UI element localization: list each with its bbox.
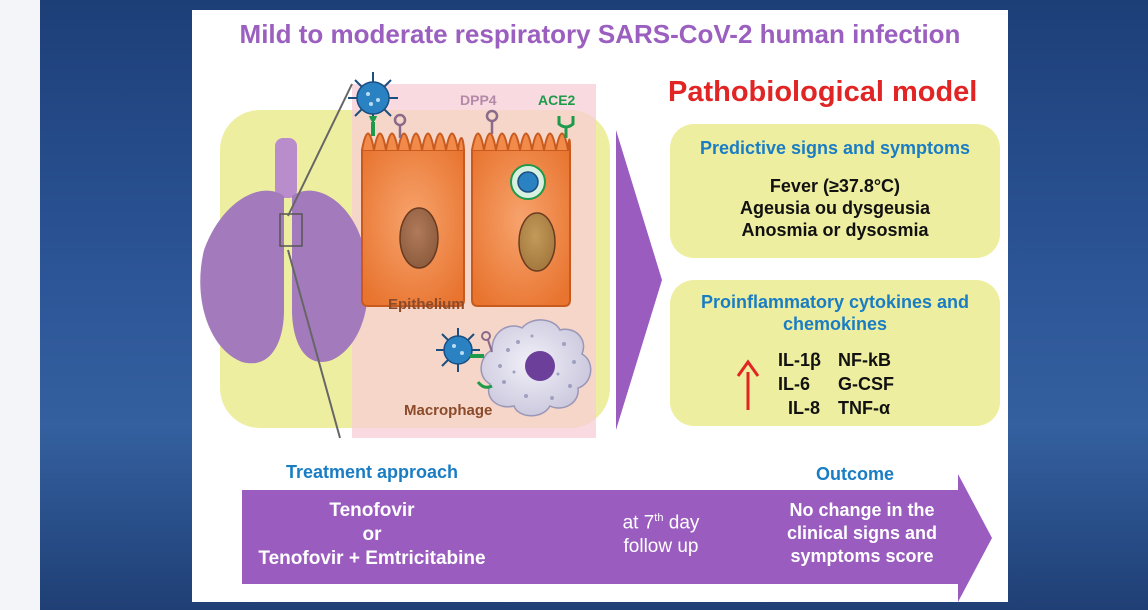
zoom-line-bottom: [287, 249, 341, 439]
outcome-label: Outcome: [816, 464, 895, 484]
cytokine-name: IL-1β: [778, 350, 821, 370]
epithelium-label: Epithelium: [388, 296, 465, 313]
epithelial-cell-right: [471, 132, 571, 307]
macrophage-illustration: [480, 319, 592, 417]
cytokine-name: IL-8: [788, 398, 821, 418]
sign-item: Ageusia ou dysgeusia: [739, 198, 931, 218]
cytokine-name: G-CSF: [838, 374, 894, 394]
macrophage-label: Macrophage: [404, 402, 493, 419]
treatment-line: Tenofovir + Emtricitabine: [258, 548, 486, 569]
zoom-line-top: [287, 83, 353, 217]
cytokines-box-title-line1: Proinflammatory cytokines and: [700, 292, 970, 312]
figure-title: Mild to moderate respiratory SARS-CoV-2 …: [239, 19, 961, 49]
sars-cov-2-virus-icon: [348, 72, 398, 136]
outcome-line: clinical signs and: [786, 523, 938, 543]
cytokine-name: IL-6: [778, 374, 811, 394]
timeline-arrow: [242, 474, 992, 602]
cytokines-box-title-line2: chemokines: [782, 314, 888, 334]
sign-item: Anosmia or dysosmia: [741, 220, 929, 240]
macrophage-virus-icon: [436, 328, 493, 389]
cytokine-name: TNF-α: [838, 398, 891, 418]
follow-up-line2: follow up: [623, 536, 699, 557]
outcome-line: symptoms score: [790, 546, 934, 566]
flow-arrow-triangle: [616, 130, 662, 430]
ace2-receptor-icon: [557, 116, 575, 138]
cytokines-box: [670, 280, 1000, 426]
diagram-graphics: [200, 72, 1000, 602]
model-title: Pathobiological model: [668, 76, 978, 108]
figure-slide: Mild to moderate respiratory SARS-CoV-2 …: [192, 10, 1008, 602]
follow-up-line1: at 7th day: [622, 512, 700, 534]
outcome-line: No change in the: [789, 500, 935, 520]
sign-item: Fever (≥37.8°C): [769, 176, 901, 196]
treatment-label: Treatment approach: [286, 462, 459, 482]
signs-box: [670, 124, 1000, 258]
treatment-line: or: [362, 524, 382, 545]
epithelial-cell-left: [361, 132, 465, 307]
lungs-illustration: [200, 83, 369, 439]
ace2-label: ACE2: [538, 92, 576, 108]
dpp4-label: DPP4: [460, 92, 497, 108]
dpp4-receptor-icon: [393, 109, 499, 138]
treatment-line: Tenofovir: [329, 500, 415, 521]
zoom-square: [279, 213, 303, 247]
up-arrow-icon: [736, 359, 760, 410]
signs-box-title: Predictive signs and symptoms: [699, 138, 971, 158]
cytokine-name: NF-kB: [838, 350, 891, 370]
